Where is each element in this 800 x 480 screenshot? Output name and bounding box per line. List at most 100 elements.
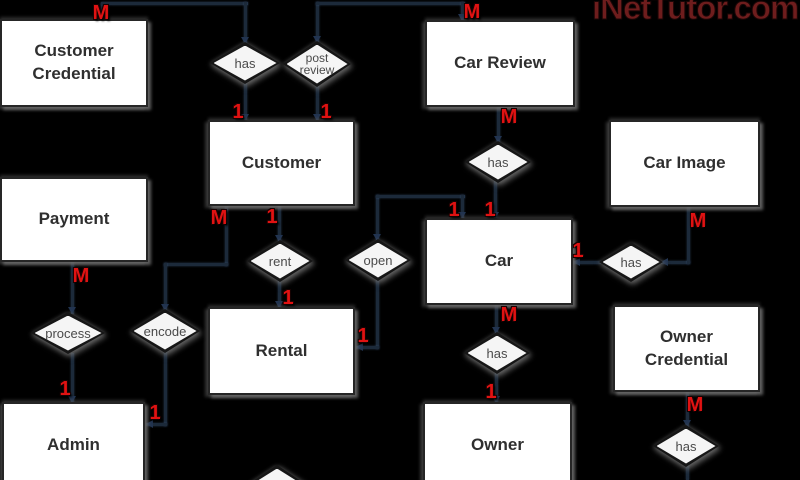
- connector-line: [316, 2, 319, 43]
- diamond-shape: has: [464, 332, 530, 374]
- cardinality-label: 1: [282, 287, 294, 309]
- arrowhead-icon: [661, 258, 668, 266]
- cardinality-label: 1: [232, 101, 244, 123]
- relationship-label: process: [45, 325, 91, 341]
- cardinality-label: 1: [485, 381, 497, 403]
- arrowhead-icon: [241, 114, 249, 121]
- arrowhead-icon: [491, 212, 499, 219]
- connector-line: [461, 2, 464, 20]
- diamond-fill: open: [348, 242, 408, 278]
- connector-line: [571, 261, 601, 264]
- relationship-has-car-review: has: [465, 141, 531, 183]
- diamond-fill: rent: [250, 243, 310, 279]
- arrowhead-icon: [373, 234, 381, 241]
- arrowhead-icon: [492, 327, 500, 334]
- connector-line: [164, 351, 167, 426]
- connector-line: [497, 106, 500, 143]
- arrowhead-icon: [313, 36, 321, 43]
- arrowhead-icon: [241, 37, 249, 44]
- connector-line: [316, 85, 319, 121]
- cardinality-label: M: [500, 106, 518, 128]
- connector-line: [495, 304, 498, 334]
- diamond-shape: has: [465, 141, 531, 183]
- relationship-has-owner-credential: has: [653, 425, 719, 467]
- arrowhead-icon: [275, 235, 283, 242]
- connector-line: [225, 205, 228, 266]
- arrowhead-icon: [492, 396, 500, 403]
- arrowhead-icon: [275, 301, 283, 308]
- cardinality-label: M: [500, 304, 518, 326]
- arrowhead-icon: [683, 420, 691, 427]
- connector-line: [376, 195, 465, 198]
- cardinality-label: M: [689, 210, 707, 232]
- arrowhead-icon: [313, 114, 321, 121]
- entity-label: Rental: [255, 340, 308, 360]
- relationship-process: process: [31, 312, 105, 354]
- connector-line: [316, 2, 465, 5]
- connector-line: [164, 263, 167, 311]
- diamond-fill: has: [468, 144, 528, 180]
- entity-payment: Payment: [0, 177, 148, 262]
- diamond-shape: has: [599, 242, 663, 282]
- connector-line: [71, 353, 74, 403]
- arrowhead-icon: [573, 258, 580, 266]
- diamond-fill: has: [467, 335, 527, 371]
- relationship-label: encode: [143, 323, 187, 339]
- diamond-shape: post review: [283, 41, 351, 87]
- diamond-fill: has: [602, 245, 660, 279]
- connector-line: [356, 346, 379, 349]
- arrowhead-icon: [68, 307, 76, 314]
- relationship-post-review: post review: [283, 41, 351, 87]
- entity-label: Owner: [471, 434, 524, 454]
- connector-line: [686, 465, 689, 480]
- connector-line: [278, 205, 281, 242]
- cardinality-label: M: [210, 207, 228, 229]
- connector-line: [376, 195, 379, 241]
- relationship-encode: encode: [130, 309, 200, 353]
- cardinality-label: M: [686, 394, 704, 416]
- diamond-fill: encode: [133, 312, 197, 350]
- relationship-has-car-image: has: [599, 242, 663, 282]
- connector-line: [101, 3, 104, 20]
- connector-line: [687, 206, 690, 264]
- diamond-fill: has: [213, 45, 277, 81]
- watermark-text: iNetTutor.com: [591, 0, 799, 27]
- relationship-label: open: [363, 252, 393, 268]
- cardinality-label: 1: [320, 101, 332, 123]
- entity-rental: Rental: [208, 307, 355, 395]
- relationship-label: rent: [268, 253, 292, 269]
- diamond-shape: open: [345, 239, 411, 281]
- entity-admin: Admin: [2, 402, 145, 480]
- connector-line: [146, 423, 167, 426]
- relationship-label: has: [234, 55, 256, 71]
- cardinality-label: M: [463, 1, 481, 23]
- diamond-shape: has: [653, 425, 719, 467]
- entity-owner-credential: Owner Credential: [613, 305, 760, 392]
- arrowhead-icon: [458, 14, 466, 21]
- cardinality-label: M: [72, 265, 90, 287]
- arrowhead-icon: [68, 396, 76, 403]
- relationship-label: has: [487, 154, 509, 170]
- diamond-shape: [244, 465, 310, 480]
- relationship-label: has: [620, 254, 642, 270]
- arrowhead-icon: [146, 420, 153, 428]
- connector-line: [661, 261, 690, 264]
- cardinality-label: 1: [484, 199, 496, 221]
- diamond-shape: has: [210, 42, 280, 84]
- entity-car: Car: [425, 218, 573, 305]
- relationship-has-owner: has: [464, 332, 530, 374]
- entity-label: Admin: [47, 434, 100, 454]
- connector-line: [164, 263, 228, 266]
- diamond-fill: process: [34, 315, 102, 351]
- connector-line: [495, 372, 498, 403]
- diamond-fill: has: [656, 428, 716, 464]
- arrowhead-icon: [494, 136, 502, 143]
- relationship-open: open: [345, 239, 411, 281]
- entity-label: Car Image: [643, 153, 726, 173]
- arrowhead-icon: [458, 212, 466, 219]
- connector-line: [461, 195, 464, 219]
- entity-label: Customer Credential: [32, 41, 116, 83]
- relationship-label: has: [675, 438, 697, 454]
- relationship-rent: rent: [247, 240, 313, 282]
- connector-line: [101, 2, 248, 5]
